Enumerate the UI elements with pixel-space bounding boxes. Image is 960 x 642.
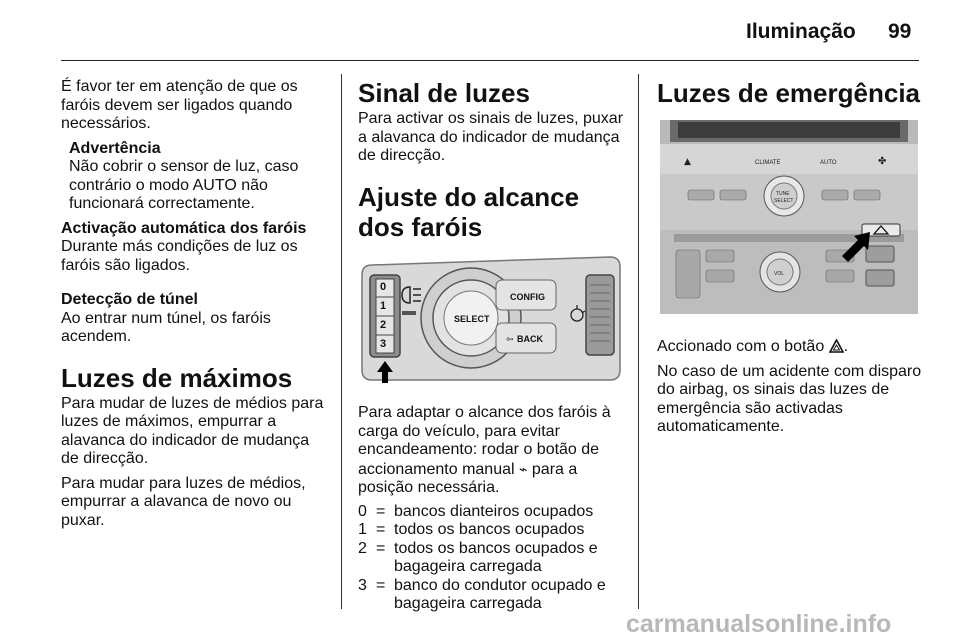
warning-box: Advertência Não cobrir o sensor de luz, … <box>61 140 329 214</box>
watermark: carmanualsonline.info <box>626 610 892 638</box>
tune-label: TUNE <box>776 191 790 197</box>
list-item: 0 = bancos dianteiros ocupados <box>358 502 594 520</box>
page-header-title: Iluminação <box>746 20 856 43</box>
vol-label: VOL <box>774 271 784 277</box>
pointer-arrow-icon <box>842 232 870 262</box>
dial-label-1: 1 <box>380 300 386 312</box>
hazard-triangle-icon <box>872 225 890 235</box>
dial-label-2: 2 <box>380 319 386 331</box>
auto-headlight-text: Durante más condições de luz os faróis s… <box>61 238 298 274</box>
headlight-range-figure: 0 1 2 3 SELECT CONFIG ⇦ BACK <box>358 245 628 385</box>
positions-list: 0 = bancos dianteiros ocupados 1 = todos… <box>358 503 628 614</box>
signal-text: Para activar os sinais de luzes, puxar a… <box>358 110 624 164</box>
list-item: 3 = banco do condutor ocupado e bagageir… <box>358 576 606 613</box>
column-2: Sinal de luzes Para activar os sinais de… <box>358 78 628 242</box>
select-label: SELECT <box>454 314 490 324</box>
climate-label: CLIMATE <box>755 160 781 166</box>
dial-label-3: 3 <box>380 338 386 350</box>
hazard-heading: Luzes de emergência <box>657 78 920 108</box>
header-rule <box>61 60 919 61</box>
column-divider-2 <box>638 74 639 609</box>
warning-title: Advertência <box>69 139 161 157</box>
hazard-body: Accionado com o botão . No caso de um ac… <box>657 338 922 437</box>
tunnel-title: Detecção de túnel <box>61 291 198 308</box>
hazard-paragraph-1: Accionado com o botão . <box>657 338 849 355</box>
column-1: É favor ter em atenção de que os faróis … <box>61 78 329 530</box>
intro-paragraph: É favor ter em atenção de que os faróis … <box>61 78 298 132</box>
config-label: CONFIG <box>510 292 545 302</box>
signal-heading: Sinal de luzes <box>358 78 530 108</box>
headlight-range-inline-icon: ⌁ <box>519 460 528 477</box>
high-beam-paragraph-2: Para mudar para luzes de médios, empurra… <box>61 474 306 529</box>
fan-icon: ✤ <box>878 156 886 167</box>
column-divider-1 <box>341 74 342 609</box>
tune-select-label: SELECT <box>774 198 793 204</box>
instrument-light-icon <box>570 305 586 322</box>
auto-headlight-title: Activação automática dos faróis <box>61 219 307 237</box>
range-paragraph: Para adaptar o alcance dos faróis à carg… <box>358 404 628 498</box>
high-beam-heading: Luzes de máximos <box>61 362 293 393</box>
headlight-range-icon <box>401 286 421 304</box>
warning-text: Não cobrir o sensor de luz, caso contrár… <box>69 158 299 212</box>
hazard-console-figure: ▲ CLIMATE AUTO ✤ TUNE SELECT VOL <box>660 120 918 314</box>
back-arrow-icon: ⇦ <box>506 335 514 345</box>
back-label: BACK <box>517 334 543 344</box>
column-3: Luzes de emergência <box>657 78 922 108</box>
hazard-triangle-inline-icon <box>828 338 845 353</box>
pointer-arrow-icon <box>377 361 393 383</box>
page-number: 99 <box>888 20 912 43</box>
list-item: 2 = todos os bancos ocupados e bagageira… <box>358 539 598 576</box>
range-text-b: para a posição necessária. <box>358 460 578 497</box>
up-arrow-icon: ▲ <box>684 157 691 167</box>
high-beam-paragraph-1: Para mudar de luzes de médios para luzes… <box>61 394 324 468</box>
range-text-a: Para adaptar o alcance dos faróis à carg… <box>358 404 611 478</box>
hazard-paragraph-2: No caso de um acidente com disparo do ai… <box>657 362 922 436</box>
range-heading: Ajuste do alcance dos faróis <box>358 181 580 242</box>
dial-label-0: 0 <box>380 281 386 293</box>
range-body: Para adaptar o alcance dos faróis à carg… <box>358 404 628 614</box>
list-item: 1 = todos os bancos ocupados <box>358 521 585 538</box>
tunnel-text: Ao entrar num túnel, os faróis acendem. <box>61 309 271 346</box>
auto-label: AUTO <box>820 160 837 166</box>
